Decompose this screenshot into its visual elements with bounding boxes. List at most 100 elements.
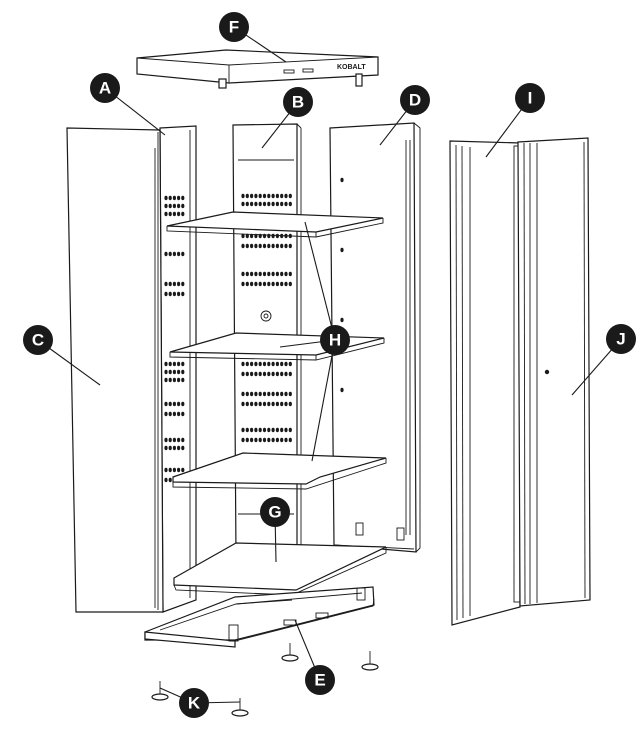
perforation-hole: [275, 271, 279, 277]
perforation-hole: [177, 251, 181, 257]
perforation-hole: [164, 203, 168, 209]
perforation-hole: [250, 271, 254, 277]
perforation-hole: [340, 177, 344, 183]
perforation-hole: [267, 371, 271, 377]
perforation-hole: [271, 201, 275, 207]
callout-f: F: [219, 12, 249, 42]
perforation-hole: [258, 371, 262, 377]
perforation-hole: [168, 467, 172, 473]
perforation-hole: [280, 371, 284, 377]
perforation-hole: [288, 427, 292, 433]
perforation-hole: [340, 387, 344, 393]
perforation-hole: [172, 195, 176, 201]
callout-f-label: F: [229, 18, 239, 37]
perforation-hole: [284, 371, 288, 377]
perforation-hole: [181, 361, 185, 367]
perforation-hole: [271, 427, 275, 433]
callout-d-label: D: [409, 91, 421, 110]
perforation-hole: [177, 437, 181, 443]
perforation-hole: [172, 437, 176, 443]
perforation-hole: [168, 477, 172, 483]
perforation-hole: [284, 391, 288, 397]
perforation-hole: [284, 401, 288, 407]
perforation-hole: [267, 401, 271, 407]
callout-a-label: A: [99, 79, 111, 98]
perforation-hole: [284, 271, 288, 277]
callout-b-label: B: [292, 93, 304, 112]
perforation-hole: [275, 361, 279, 367]
perforation-hole: [172, 401, 176, 407]
perforation-hole: [267, 271, 271, 277]
perforation-hole: [275, 371, 279, 377]
perforation-hole: [284, 361, 288, 367]
perforation-hole: [280, 201, 284, 207]
perforation-hole: [245, 361, 249, 367]
perforation-hole: [172, 467, 176, 473]
perforation-hole: [267, 391, 271, 397]
perforation-hole: [262, 401, 267, 407]
perforation-hole: [241, 401, 245, 407]
callout-e: E: [305, 665, 335, 695]
perforation-hole: [164, 411, 168, 417]
callout-k-label: K: [188, 694, 201, 713]
perforation-hole: [168, 411, 172, 417]
perforation-hole: [262, 427, 267, 433]
perforation-hole: [177, 291, 181, 297]
perforation-hole: [164, 467, 168, 473]
perforation-hole: [267, 361, 271, 367]
perforation-hole: [254, 401, 258, 407]
perforation-hole: [267, 243, 271, 249]
perforation-hole: [164, 361, 168, 367]
perforation-hole: [275, 201, 279, 207]
perforation-hole: [168, 195, 172, 201]
perforation-hole: [258, 281, 262, 287]
part-h-shelf-lower: [172, 452, 387, 490]
perforation-hole: [262, 281, 267, 287]
perforation-hole: [181, 445, 185, 451]
perforation-hole: [245, 201, 249, 207]
perforation-hole: [245, 233, 249, 239]
perforation-hole: [258, 391, 262, 397]
perforation-hole: [258, 401, 262, 407]
callout-g: G: [260, 497, 290, 527]
perforation-hole: [254, 391, 258, 397]
callout-d: D: [400, 85, 430, 115]
perforation-hole: [254, 271, 258, 277]
perforation-hole: [254, 437, 258, 443]
perforation-hole: [271, 281, 275, 287]
perforation-hole: [271, 271, 275, 277]
perforation-hole: [288, 437, 292, 443]
perforation-hole: [258, 201, 262, 207]
perforation-hole: [288, 193, 292, 199]
perforation-hole: [168, 291, 172, 297]
perforation-hole: [168, 445, 172, 451]
part-i-left-door: [449, 140, 521, 626]
perforation-hole: [172, 369, 176, 375]
perforation-hole: [284, 243, 288, 249]
perforation-hole: [258, 361, 262, 367]
perforation-hole: [254, 243, 258, 249]
perforation-hole: [177, 377, 181, 383]
perforation-hole: [280, 193, 284, 199]
perforation-hole: [267, 201, 271, 207]
perforation-hole: [262, 371, 267, 377]
perforation-hole: [284, 437, 288, 443]
perforation-hole: [280, 391, 284, 397]
perforation-hole: [258, 427, 262, 433]
part-a-left-side-panel: [159, 125, 197, 613]
perforation-hole: [280, 401, 284, 407]
perforation-hole: [241, 371, 245, 377]
perforation-hole: [262, 243, 267, 249]
perforation-hole: [245, 193, 249, 199]
perforation-hole: [262, 271, 267, 277]
perforation-hole: [245, 281, 249, 287]
perforation-hole: [177, 369, 181, 375]
perforation-hole: [288, 201, 292, 207]
part-c-left-outer-panel: [66, 127, 164, 613]
perforation-hole: [181, 203, 185, 209]
perforation-hole: [250, 201, 254, 207]
callout-h: H: [320, 325, 350, 355]
perforation-hole: [168, 437, 172, 443]
perforation-hole: [168, 377, 172, 383]
